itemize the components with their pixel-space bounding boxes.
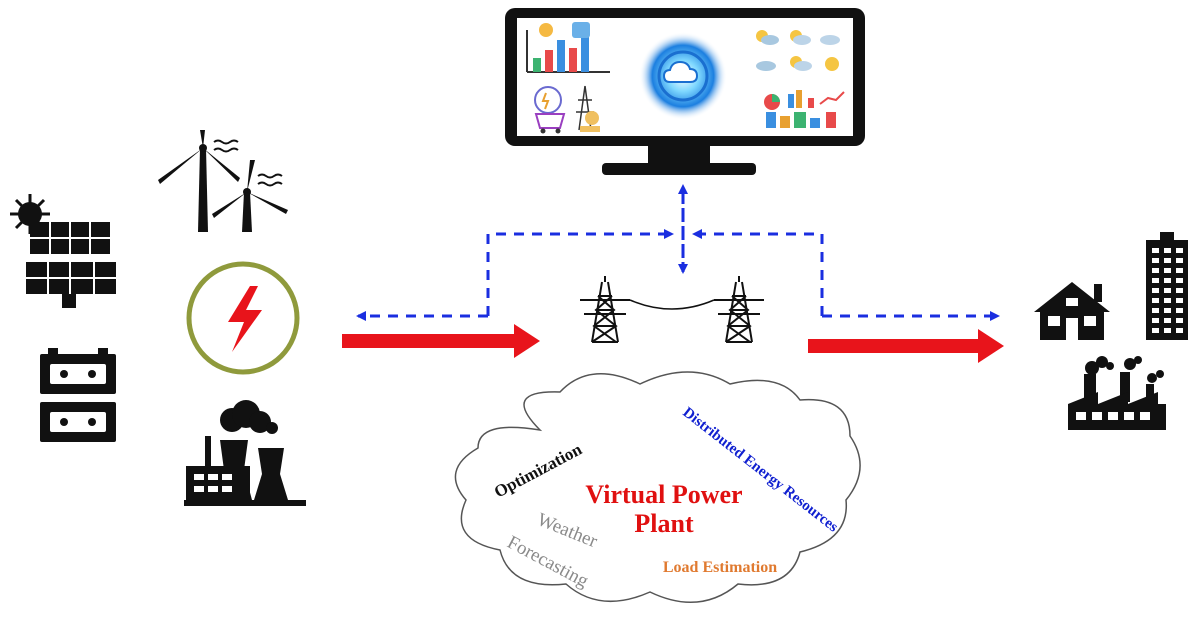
building-window [1176, 308, 1183, 313]
building-window [1176, 288, 1183, 293]
building-window [1152, 318, 1159, 323]
building-window [1164, 298, 1171, 303]
building-window [1152, 248, 1159, 253]
building-window [1164, 308, 1171, 313]
building-window [1164, 318, 1171, 323]
building-window [1176, 318, 1183, 323]
building-window [1152, 278, 1159, 283]
building-window [1152, 308, 1159, 313]
weather-icon [756, 30, 840, 71]
building-window [1152, 258, 1159, 263]
monitor [505, 8, 865, 175]
building-window [1176, 258, 1183, 263]
building-window [1164, 248, 1171, 253]
building-window [1164, 268, 1171, 273]
building-window [1164, 278, 1171, 283]
load-estimation-label: Load Estimation [663, 559, 777, 576]
building-window [1176, 268, 1183, 273]
lightning-icon [186, 261, 300, 375]
wind-turbine-icon [158, 130, 288, 232]
building-window [1176, 278, 1183, 283]
pie-chart-icon [764, 90, 845, 128]
bar-chart-icon [526, 22, 610, 73]
vpp-title-line2: Plant [634, 509, 694, 538]
transmission-tower-icon [580, 276, 764, 343]
building-icon [1146, 232, 1188, 340]
building-window [1152, 328, 1159, 333]
building-window [1176, 248, 1183, 253]
factory-icon [1068, 356, 1166, 430]
building-window [1164, 258, 1171, 263]
building-window [1152, 268, 1159, 273]
house-icon [1034, 282, 1110, 340]
building-window [1164, 328, 1171, 333]
power-plant-icon [184, 400, 306, 506]
building-window [1152, 288, 1159, 293]
vpp-title-line1: Virtual Power [585, 480, 742, 509]
data-flow-lines [356, 184, 1000, 321]
building-window [1176, 298, 1183, 303]
building-window [1164, 288, 1171, 293]
building-window [1176, 328, 1183, 333]
cloud-platform-icon [639, 32, 727, 120]
solar-panel-icon [26, 222, 116, 308]
building-window [1152, 298, 1159, 303]
vpp-cloud [454, 371, 861, 603]
power-flow-arrow-out [808, 329, 1004, 363]
battery-icon [40, 348, 116, 442]
smart-meter-icon [534, 85, 600, 134]
power-flow-arrow-in [342, 324, 540, 358]
